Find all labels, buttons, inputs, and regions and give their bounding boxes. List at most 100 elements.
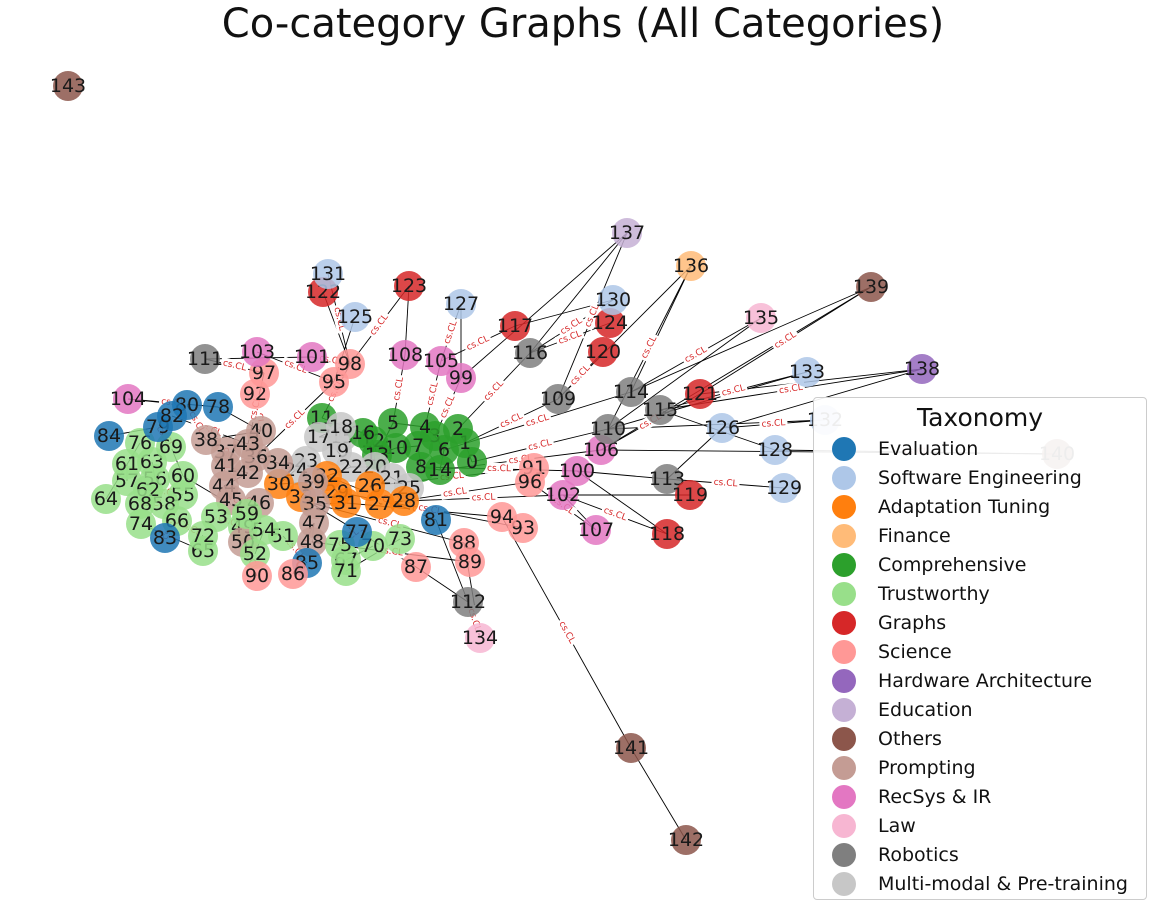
graph-node: 137 [609,218,645,248]
node-label: 118 [649,523,685,545]
graph-node: 89 [455,547,485,577]
node-circle [113,384,143,414]
node-label: 133 [789,361,825,383]
node-label: 93 [511,517,535,539]
edge-label-text: cs.CL [640,335,660,361]
graph-node: 72 [188,521,218,551]
graph-node: 107 [578,515,614,545]
graph-edge [607,317,762,430]
node-label: 59 [235,503,259,525]
edge-label-text: cs.CL [761,418,785,430]
node-circle [446,289,476,319]
node-label: 38 [194,429,218,451]
node-label: 134 [462,627,498,649]
graph-node: 82 [157,401,187,431]
node-label: 101 [294,346,330,368]
legend-item: Science [814,637,1146,666]
legend-item: Software Engineering [814,463,1146,492]
edge-label: cs.CL [555,617,579,648]
node-label: 106 [583,439,619,461]
node-label: 77 [345,521,369,543]
edge-label: cs.CL [440,485,470,500]
node-label: 117 [497,315,533,337]
graph-node: 81 [421,505,451,535]
node-circle [760,435,790,465]
edge-label: cs.CL [776,381,806,397]
node-circle [792,357,822,387]
graph-node: 38 [191,425,221,455]
node-label: 54 [252,519,276,541]
edge-label: cs.CL [680,342,711,367]
graph-node: 87 [401,552,431,582]
graph-node: 138 [904,354,940,384]
node-circle [707,413,737,443]
legend-label: Comprehensive [878,553,1027,576]
graph-node: 78 [203,392,233,422]
node-label: 138 [904,358,940,380]
edge-label-text: cs.CL [482,379,506,403]
node-label: 84 [97,425,121,447]
node-circle [240,539,270,569]
node-circle [365,489,395,519]
graph-node: 111 [187,344,223,374]
node-label: 137 [609,222,645,244]
node-label: 116 [512,342,548,364]
node-label: 53 [204,506,228,528]
node-label: 73 [388,528,412,550]
graph-node: 71 [331,556,361,586]
node-circle [595,308,625,338]
legend-label: Adaptation Tuning [878,495,1051,518]
graph-node: 130 [595,285,631,315]
node-circle [769,473,799,503]
node-circle [548,480,578,510]
graph-node: 5 [378,408,408,438]
node-label: 18 [329,416,353,438]
legend-item: Education [814,695,1146,724]
edge-label-text: cs.CL [283,408,307,432]
node-label: 31 [334,492,358,514]
edge-label-text: cs.CL [392,376,406,401]
node-label: 74 [129,513,153,535]
node-label: 130 [595,289,631,311]
node-label: 48 [300,531,324,553]
graph-node: 14 [425,455,455,485]
graph-node: 131 [310,259,346,289]
graph-node: 59 [232,499,262,529]
edge-label-text: cs.CL [442,320,459,346]
node-label: 136 [673,255,709,277]
edge-label: cs.CL [390,374,407,404]
graph-node: 113 [649,464,685,494]
node-label: 61 [115,453,139,475]
node-label: 128 [757,439,793,461]
graph-node: 110 [590,414,626,444]
graph-node: 99 [446,363,476,393]
node-label: 14 [428,459,452,481]
node-label: 123 [391,275,427,297]
graph-node: 31 [331,488,361,518]
node-circle [385,524,415,554]
node-label: 7 [412,435,424,457]
node-circle [168,461,198,491]
legend-label: Hardware Architecture [878,669,1093,692]
legend-title: Taxonomy [916,403,1044,432]
graph-node: 134 [462,623,498,653]
node-label: 110 [590,418,626,440]
graph-node: 120 [585,337,621,367]
edge-label: cs.CL [566,361,594,390]
node-circle [188,521,218,551]
edge-label: cs.CL [759,416,788,431]
legend-label: Software Engineering [878,466,1082,489]
legend-item: Law [814,811,1146,840]
node-label: 16 [351,422,375,444]
node-label: 127 [443,293,479,315]
graph-node: 84 [94,421,124,451]
graph-node: 90 [242,561,272,591]
node-label: 82 [160,405,184,427]
node-label: 135 [743,307,779,329]
node-label: 96 [518,471,542,493]
node-circle [150,523,180,553]
node-circle [746,303,776,333]
graph-node: 136 [673,251,709,281]
